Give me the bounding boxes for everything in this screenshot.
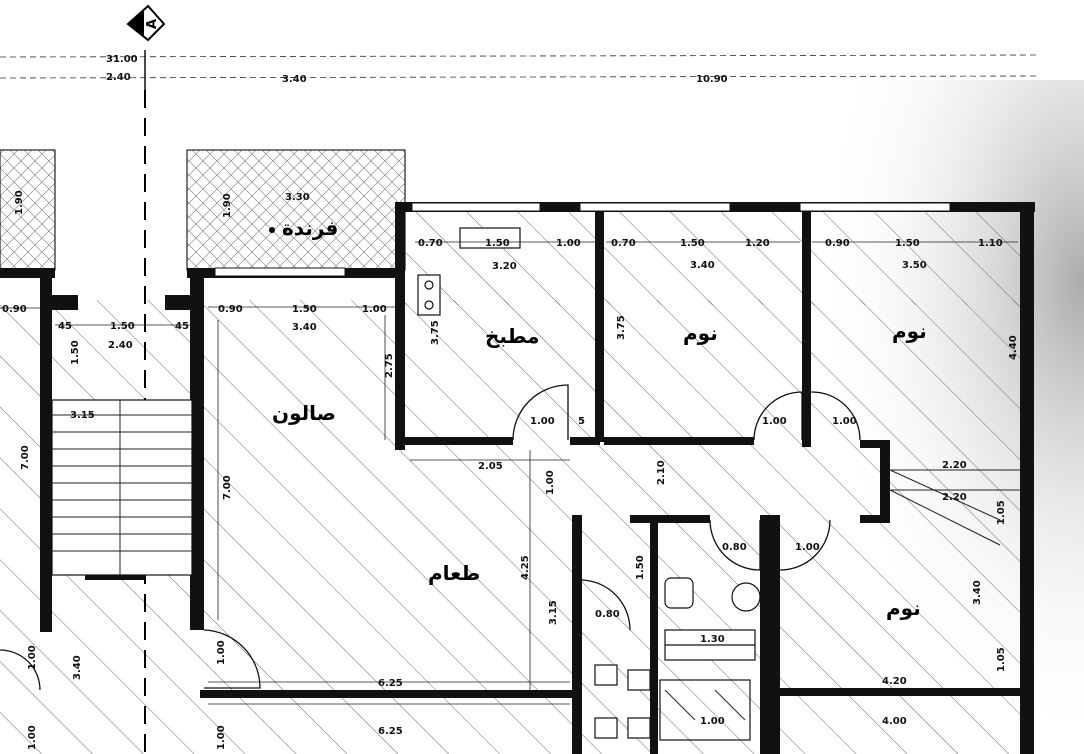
dim-sal-c: 1.00	[362, 304, 387, 315]
dim-st-a: 45	[58, 321, 72, 332]
dim-sal-a: 0.90	[218, 304, 243, 315]
dim-kit-h: 3.75	[430, 320, 441, 345]
dim-mid: 3.40	[282, 74, 307, 85]
dim-sal-door2: 1.00	[216, 725, 227, 750]
dim-b2-total: 3.50	[902, 260, 927, 271]
doors	[0, 384, 861, 691]
dim-sal-door: 1.00	[216, 640, 227, 665]
dim-bal-h-left: 1.90	[14, 190, 25, 215]
dim-bath-door: 0.80	[722, 542, 747, 553]
dim-corr-a: 2.20	[942, 460, 967, 471]
dim-b1-a: 0.70	[611, 238, 636, 249]
dim-left-h: 7.00	[20, 445, 31, 470]
balcony-right	[186, 149, 406, 271]
dim-corr-b: 2.20	[942, 492, 967, 503]
dim-b1-b: 1.50	[680, 238, 705, 249]
dim-stair-len: 3.15	[70, 410, 95, 421]
dim-din-w2: 6.25	[378, 726, 403, 737]
room-bedroom-3: نوم	[886, 596, 921, 620]
dim-b1-c: 1.20	[745, 238, 770, 249]
dim-bath-w2: 1.00	[700, 716, 725, 727]
dimension-labels: 1.90 1.90 3.30 0.90 45 1.50 45 2.40 1.50…	[2, 190, 1019, 750]
dim-st-b: 1.50	[110, 321, 135, 332]
windows	[214, 202, 951, 277]
dim-b2-a: 0.90	[825, 238, 850, 249]
dim-b1-total: 3.40	[690, 260, 715, 271]
dim-kit-c: 1.00	[556, 238, 581, 249]
room-salon: صالون	[272, 401, 336, 425]
staircase	[51, 399, 193, 580]
dim-b1-h: 3.75	[616, 315, 627, 340]
dim-hall-h2: 2.10	[656, 460, 667, 485]
dim-left-h4: 1.00	[27, 725, 38, 750]
room-bedroom-1: نوم	[683, 321, 718, 345]
section-marker: A	[126, 4, 166, 42]
dim-left: 2.40	[106, 72, 131, 83]
top-dimensions: 31.00 2.40 3.40 10.90	[0, 50, 1041, 90]
dim-wc-h: 1.50	[635, 555, 646, 580]
dim-b3-r: 1.05	[996, 500, 1007, 525]
dim-din-h2: 3.15	[548, 600, 559, 625]
corridor-lines	[889, 469, 1020, 546]
dim-stair-total: 2.40	[108, 340, 133, 351]
dim-sal-total: 3.40	[292, 322, 317, 333]
dim-b3-h2: 1.05	[996, 647, 1007, 672]
dim-b3-w: 4.20	[882, 676, 907, 687]
dim-sal-b: 1.50	[292, 304, 317, 315]
dim-door-k2: 5	[578, 416, 585, 427]
dim-din-w: 6.25	[378, 678, 403, 689]
dim-st-c: 45	[175, 321, 189, 332]
section-label: A	[145, 19, 160, 29]
dim-bal-w: 3.30	[285, 192, 310, 203]
dim-b2-h: 4.40	[1008, 335, 1019, 360]
dim-kit-total: 3.20	[492, 261, 517, 272]
dim-din-h: 4.25	[520, 555, 531, 580]
balcony-left	[0, 149, 56, 271]
dim-bath-door2: 1.00	[795, 542, 820, 553]
dim-door-b2: 1.00	[832, 416, 857, 427]
dim-wc-door: 0.80	[595, 609, 620, 620]
dim-bal-h: 1.90	[222, 193, 233, 218]
room-bedroom-2: نوم	[892, 319, 927, 343]
room-balcony: فرندة	[282, 216, 338, 240]
inner-dim-lines	[0, 241, 1018, 705]
dim-door-k: 1.00	[530, 416, 555, 427]
dim-right: 10.90	[696, 74, 728, 85]
room-kitchen: مطبخ	[485, 324, 539, 348]
dim-left-h2: 3.40	[72, 655, 83, 680]
dim-b3-w2: 4.00	[882, 716, 907, 727]
dim-b3-h: 3.40	[972, 580, 983, 605]
dim-bath-w: 1.30	[700, 634, 725, 645]
dim-b2-c: 1.10	[978, 238, 1003, 249]
bath-fixtures	[417, 227, 761, 741]
dim-hall-w: 2.05	[478, 461, 503, 472]
dim-sal-h: 2.75	[384, 353, 395, 378]
dim-b2-b: 1.50	[895, 238, 920, 249]
dim-left-room-w: 0.90	[2, 304, 27, 315]
dim-left-h3: 1.00	[27, 645, 38, 670]
balcony-dot	[269, 227, 275, 233]
dim-hall-h: 1.00	[545, 470, 556, 495]
dim-stair-h: 1.50	[70, 340, 81, 365]
dim-outer: 31.00	[106, 54, 138, 65]
dim-sal-h2: 7.00	[222, 475, 233, 500]
dim-door-b1: 1.00	[762, 416, 787, 427]
dim-kit-b: 1.50	[485, 238, 510, 249]
room-dining: طعام	[428, 561, 480, 585]
dim-kit-a: 0.70	[418, 238, 443, 249]
